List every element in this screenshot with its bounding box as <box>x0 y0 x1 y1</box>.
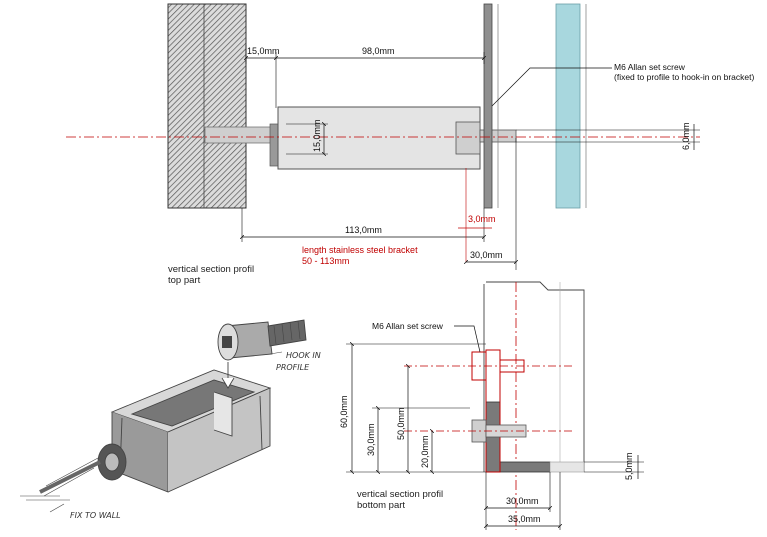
length-label: length stainless steel bracket <box>302 245 418 255</box>
sketch-note-fix-to-wall: FIX TO WALL <box>70 511 121 520</box>
sketch-wall-screw <box>39 460 101 494</box>
caption-top-1: vertical section profil <box>168 264 254 275</box>
dim-5-label: 5,0mm <box>624 452 634 480</box>
hand-sketch <box>20 319 307 513</box>
dim-98-label: 98,0mm <box>362 46 395 56</box>
sketch-note-hook-in: HOOK IN <box>286 351 321 360</box>
top-section: 15,0mm 98,0mm 15,0mm 6,0mm 113,0mm 3,0mm… <box>66 3 754 286</box>
glass-top <box>555 3 581 209</box>
dim-15-label: 15,0mm <box>247 46 280 56</box>
wall-hatch <box>167 3 247 209</box>
screw-leader-top <box>491 67 612 107</box>
caption-bottom-1: vertical section profil <box>357 489 443 500</box>
dim-113-label: 113,0mm <box>345 225 382 235</box>
screw-note-top: (fixed to profile to hook-in on bracket) <box>614 72 754 82</box>
dim-screw-label: 6,0mm <box>681 122 691 150</box>
length-range: 50 - 113mm <box>302 256 349 266</box>
caption-top-2: top part <box>168 275 201 286</box>
bottom-section: M6 Allan set screw 60,0mm 50,0mm 30,0mm … <box>339 281 644 530</box>
dim-60-label: 60,0mm <box>339 395 349 428</box>
wall-anchor <box>204 126 278 144</box>
dim-30w-label: 30,0mm <box>506 496 539 506</box>
dim-height-label: 15,0mm <box>312 119 322 152</box>
dim-20-label: 20,0mm <box>420 435 430 468</box>
caption-bottom-2: bottom part <box>357 500 405 511</box>
screw-leader-bottom <box>454 325 481 353</box>
bracket-body <box>277 106 481 170</box>
hook-outline-red <box>485 349 501 473</box>
dim-35w-label: 35,0mm <box>508 514 541 524</box>
screw-label-bottom: M6 Allan set screw <box>372 321 444 331</box>
profile-top <box>483 3 493 209</box>
dim-30-label: 30,0mm <box>366 423 376 456</box>
dim-50-label: 50,0mm <box>396 407 406 440</box>
sketch-note-profile: PROFILE <box>276 363 310 372</box>
dim-gap-label: 3,0mm <box>468 214 496 224</box>
dim-profile-label: 30,0mm <box>470 250 503 260</box>
screw-label-top: M6 Allan set screw <box>614 62 686 72</box>
